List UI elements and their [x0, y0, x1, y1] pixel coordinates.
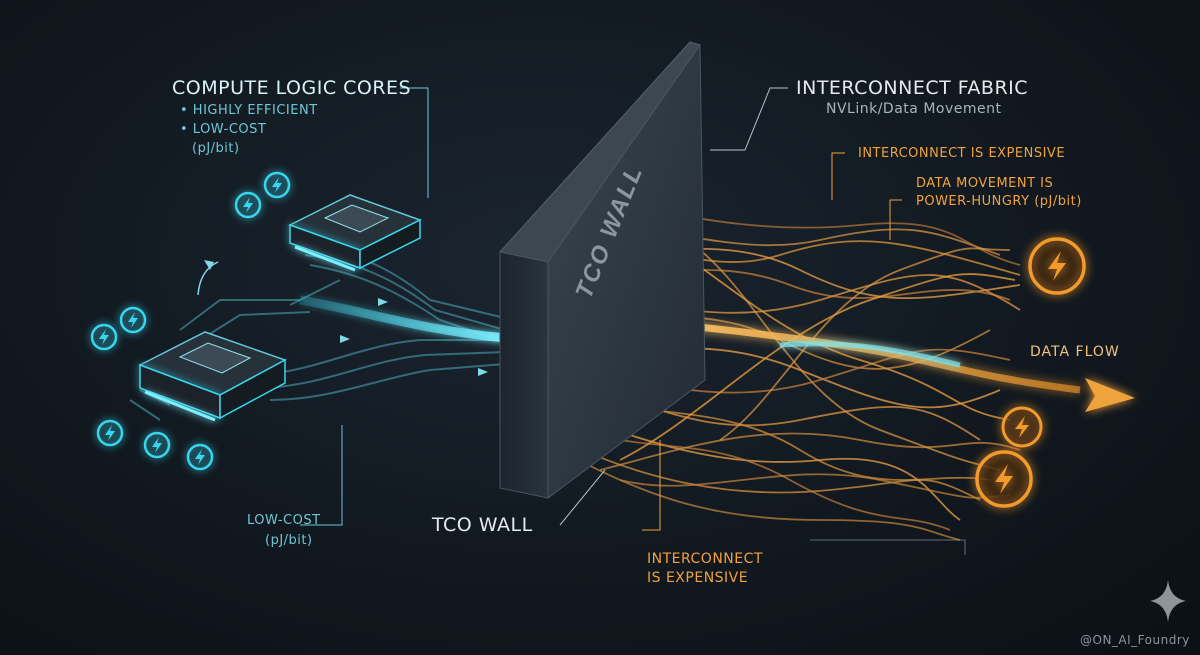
lightning-icon — [186, 443, 214, 471]
cyan-data-beam — [299, 295, 506, 343]
interconnect-fabric-subtitle: NVLink/Data Movement — [826, 101, 1002, 117]
cyan-streak — [779, 341, 961, 368]
cyan-lightning-icons — [90, 171, 291, 471]
curved-arrow-icon — [197, 261, 219, 296]
bullet-low-cost: • LOW-COST — [180, 122, 267, 137]
interconnect-expensive-bottom-line1: INTERCONNECT — [647, 551, 763, 567]
bullet-pj-bit: (pJ/bit) — [192, 141, 240, 156]
lightning-icon — [90, 323, 118, 351]
lightning-icon — [234, 191, 262, 219]
chip-icon — [288, 194, 422, 272]
interconnect-expensive-bottom-line2: IS EXPENSIVE — [647, 570, 749, 586]
bullet-highly-efficient: • HIGHLY EFFICIENT — [180, 103, 318, 118]
compute-bullets: • HIGHLY EFFICIENT • LOW-COST (pJ/bit) — [180, 101, 318, 158]
sparkle-icon — [1150, 580, 1186, 622]
lightning-icon — [143, 431, 171, 459]
orange-lightning-icons — [975, 237, 1086, 508]
data-flow-label: DATA FLOW — [1030, 344, 1120, 360]
interconnect-expensive-top: INTERCONNECT IS EXPENSIVE — [858, 146, 1066, 161]
chip-icon — [138, 331, 287, 422]
interconnect-fabric-title: INTERCONNECT FABRIC — [796, 77, 1029, 99]
data-flow-arrowhead — [1085, 378, 1135, 412]
tco-wall: TCO WALL — [499, 41, 706, 500]
lightning-icon — [1028, 237, 1086, 295]
trace-arrows — [204, 260, 488, 376]
lightning-icon — [119, 306, 147, 334]
compute-logic-cores-title: COMPUTE LOGIC CORES — [172, 77, 412, 99]
tco-wall-label: TCO WALL — [432, 514, 533, 536]
lightning-icon — [1001, 406, 1043, 448]
lightning-icon — [975, 450, 1033, 508]
callout-lines — [300, 87, 966, 555]
data-movement-power-line1: DATA MOVEMENT IS — [916, 176, 1054, 191]
lightning-icon — [263, 171, 291, 199]
data-movement-power-line2: POWER-HUNGRY (pJ/bit) — [916, 194, 1082, 209]
low-cost-label-line2: (pJ/bit) — [265, 533, 313, 548]
low-cost-label-line1: LOW-COST — [247, 513, 321, 528]
credit-handle: @ON_AI_Foundry — [1080, 633, 1190, 647]
lightning-icon — [96, 419, 124, 447]
